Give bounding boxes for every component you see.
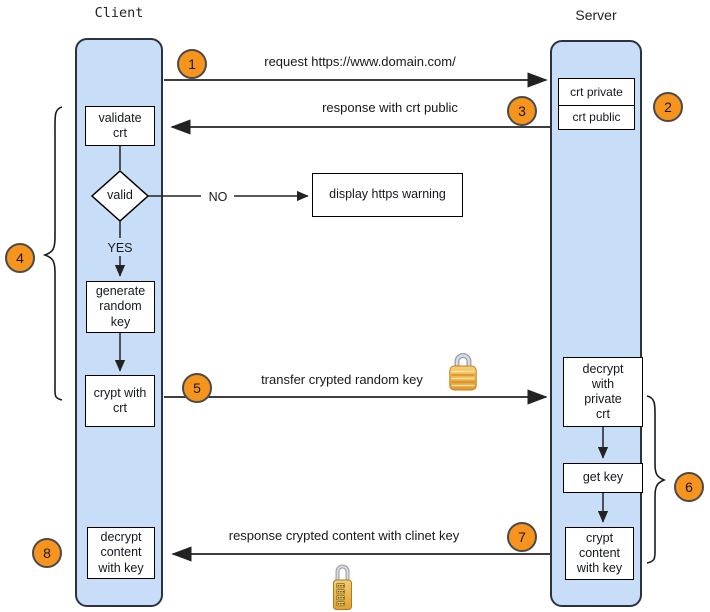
yes-label: YES bbox=[107, 241, 133, 255]
step-circle-3: 3 bbox=[507, 96, 537, 126]
node-crt-private: crt private bbox=[559, 79, 634, 106]
combination-lock-icon bbox=[333, 564, 352, 610]
step-circle-1: 1 bbox=[177, 49, 207, 79]
message-response-content-label: response crypted content with clinet key bbox=[228, 528, 460, 543]
client-lane-title: Client bbox=[94, 5, 144, 21]
message-response-crt-label: response with crt public bbox=[322, 100, 458, 115]
step-circle-5: 5 bbox=[182, 373, 212, 403]
server-lane-title: Server bbox=[575, 7, 617, 23]
step-circle-8: 8 bbox=[32, 538, 62, 568]
server-steps-brace bbox=[646, 395, 667, 564]
node-crypt-with-crt: crypt with crt bbox=[85, 375, 155, 427]
warning-box: display https warning bbox=[312, 173, 463, 217]
step-circle-4: 4 bbox=[5, 243, 35, 273]
node-validate-crt: validate crt bbox=[85, 106, 155, 146]
certificate-box: crt private crt public bbox=[558, 78, 635, 130]
no-label: NO bbox=[208, 190, 228, 204]
valid-label: valid bbox=[107, 188, 133, 202]
client-steps-brace bbox=[42, 106, 63, 401]
server-lane bbox=[550, 40, 642, 607]
step-circle-6: 6 bbox=[674, 472, 704, 502]
node-generate-random-key: generate random key bbox=[86, 281, 155, 333]
step-circle-2: 2 bbox=[653, 92, 683, 122]
padlock-icon bbox=[449, 353, 477, 391]
node-decrypt-content-with-key: decrypt content with key bbox=[87, 527, 155, 579]
node-crypt-content-with-key: crypt content with key bbox=[565, 527, 634, 580]
message-request-label: request https://www.domain.com/ bbox=[264, 54, 456, 69]
node-decrypt-with-private-crt: decrypt with private crt bbox=[563, 357, 643, 427]
step-circle-7: 7 bbox=[507, 522, 537, 552]
message-transfer-key-label: transfer crypted random key bbox=[261, 372, 423, 387]
node-crt-public: crt public bbox=[572, 110, 621, 124]
node-get-key: get key bbox=[563, 463, 643, 493]
